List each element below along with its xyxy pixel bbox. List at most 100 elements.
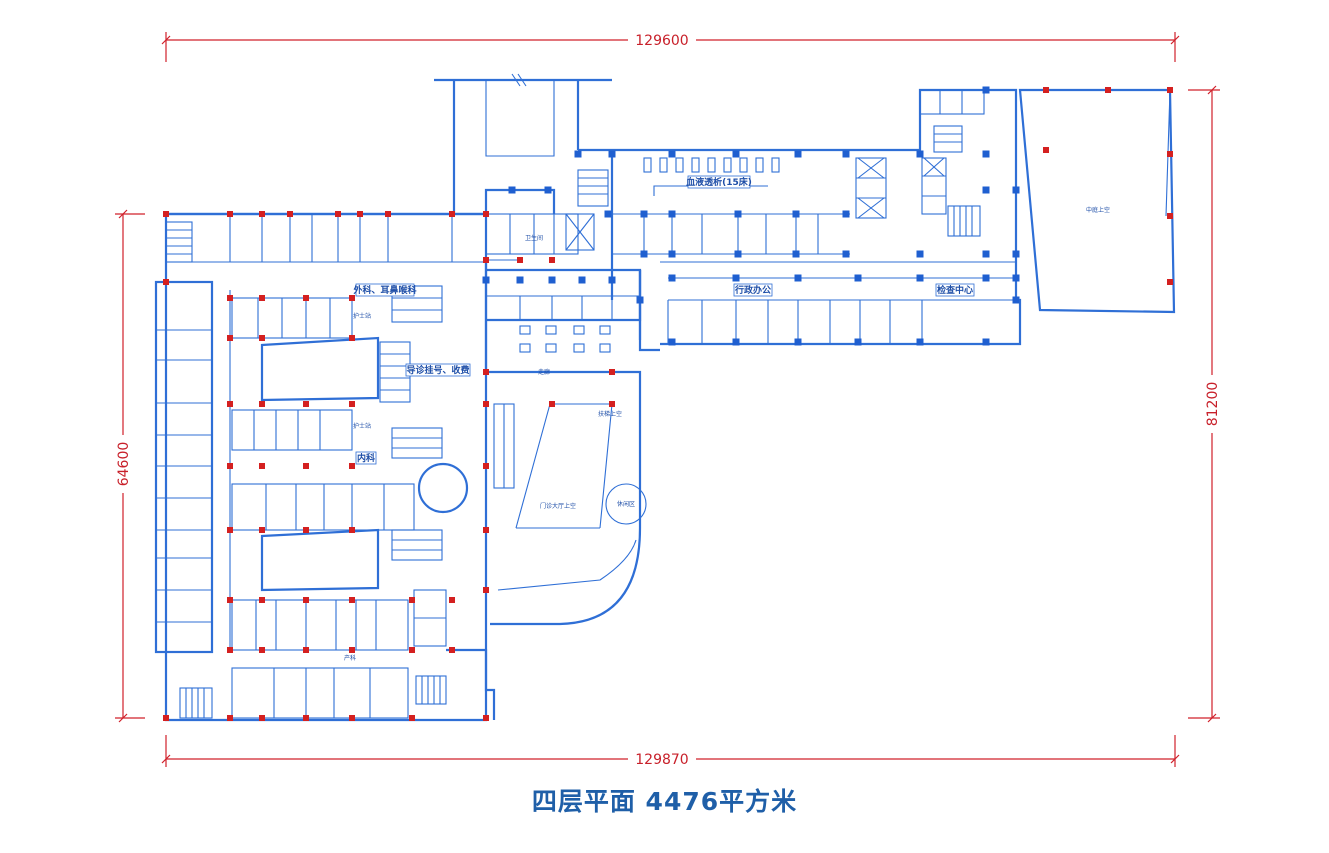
column-red (259, 211, 265, 217)
column-blue (1012, 274, 1020, 282)
column-red (609, 369, 615, 375)
column-red (1167, 87, 1173, 93)
column-red (163, 211, 169, 217)
column-red (287, 211, 293, 217)
column-red (227, 335, 233, 341)
column-blue (668, 274, 676, 282)
column-blue (516, 276, 524, 284)
column-blue (854, 338, 862, 346)
column-red (227, 463, 233, 469)
column-blue (734, 210, 742, 218)
column-blue (916, 274, 924, 282)
right-wing (578, 88, 1176, 346)
column-red (303, 715, 309, 721)
label-blood-purify: 血液透析(15床) (686, 176, 752, 188)
column-blue (544, 186, 552, 194)
column-red (483, 587, 489, 593)
column-red (1167, 151, 1173, 157)
column-blue (732, 338, 740, 346)
column-red (349, 401, 355, 407)
column-red (335, 211, 341, 217)
column-red (1167, 213, 1173, 219)
dimension-top: 129600 (161, 31, 1180, 62)
column-red (303, 647, 309, 653)
column-red (349, 527, 355, 533)
label-delivery: 产科 (344, 654, 356, 662)
column-blue (792, 250, 800, 258)
column-red (609, 401, 615, 407)
label-escalator: 扶梯上空 (598, 410, 622, 418)
column-red (483, 257, 489, 263)
dimension-top-text: 129600 (635, 33, 688, 49)
column-blue (794, 338, 802, 346)
label-atrium-hall: 门诊大厅上空 (540, 502, 576, 510)
column-red (227, 211, 233, 217)
label-nurse-station-2: 护士站 (353, 422, 371, 430)
column-blue (668, 150, 676, 158)
column-blue (792, 210, 800, 218)
label-surgical-ward: 外科、耳鼻喉科 (352, 284, 416, 296)
column-blue (982, 186, 990, 194)
column-blue (916, 150, 924, 158)
column-red (1167, 279, 1173, 285)
column-red (227, 527, 233, 533)
column-blue (1012, 296, 1020, 304)
column-red (349, 463, 355, 469)
column-red (303, 295, 309, 301)
column-red (449, 597, 455, 603)
dimension-left: 64600 (114, 209, 145, 723)
column-blue (578, 276, 586, 284)
column-red (303, 597, 309, 603)
column-red (1105, 87, 1111, 93)
dimension-left-text: 64600 (116, 442, 132, 487)
column-red (385, 211, 391, 217)
column-blue (574, 150, 582, 158)
column-red (303, 401, 309, 407)
column-red (349, 335, 355, 341)
column-red (259, 463, 265, 469)
column-blue (1012, 186, 1020, 194)
column-red (1043, 147, 1049, 153)
column-red (483, 401, 489, 407)
label-admin-office: 行政办公 (734, 284, 771, 296)
column-red (483, 715, 489, 721)
column-red (227, 715, 233, 721)
column-red (259, 597, 265, 603)
column-red (349, 647, 355, 653)
column-red (259, 527, 265, 533)
dimension-bottom: 129870 (161, 735, 1180, 768)
room-labels: 血液透析(15床) 行政办公 检查中心 外科、耳鼻喉科 导诊挂号、收费 内科 护… (344, 175, 1110, 662)
column-blue (982, 274, 990, 282)
column-red (449, 211, 455, 217)
column-blue (982, 338, 990, 346)
label-registration: 导诊挂号、收费 (406, 364, 469, 376)
column-blue (854, 274, 862, 282)
column-blue (794, 150, 802, 158)
column-blue (668, 250, 676, 258)
column-red (483, 463, 489, 469)
column-red (227, 295, 233, 301)
label-atrium-right: 中庭上空 (1086, 206, 1110, 214)
column-red (259, 401, 265, 407)
column-red (303, 463, 309, 469)
column-blue (668, 338, 676, 346)
column-blue (794, 274, 802, 282)
column-blue (604, 210, 612, 218)
column-blue (842, 150, 850, 158)
column-blue (640, 210, 648, 218)
column-blue (482, 276, 490, 284)
label-rest-area: 休闲区 (617, 500, 635, 508)
column-blue (732, 150, 740, 158)
column-red (259, 295, 265, 301)
left-wing (154, 212, 520, 722)
column-red (163, 279, 169, 285)
label-public-toilet: 卫生间 (525, 234, 543, 242)
column-blue (982, 150, 990, 158)
column-red (449, 647, 455, 653)
plan-title: 四层平面 4476平方米 (531, 787, 798, 816)
column-red (409, 715, 415, 721)
column-red (549, 401, 555, 407)
column-red (227, 647, 233, 653)
column-red (349, 597, 355, 603)
column-blue (640, 250, 648, 258)
